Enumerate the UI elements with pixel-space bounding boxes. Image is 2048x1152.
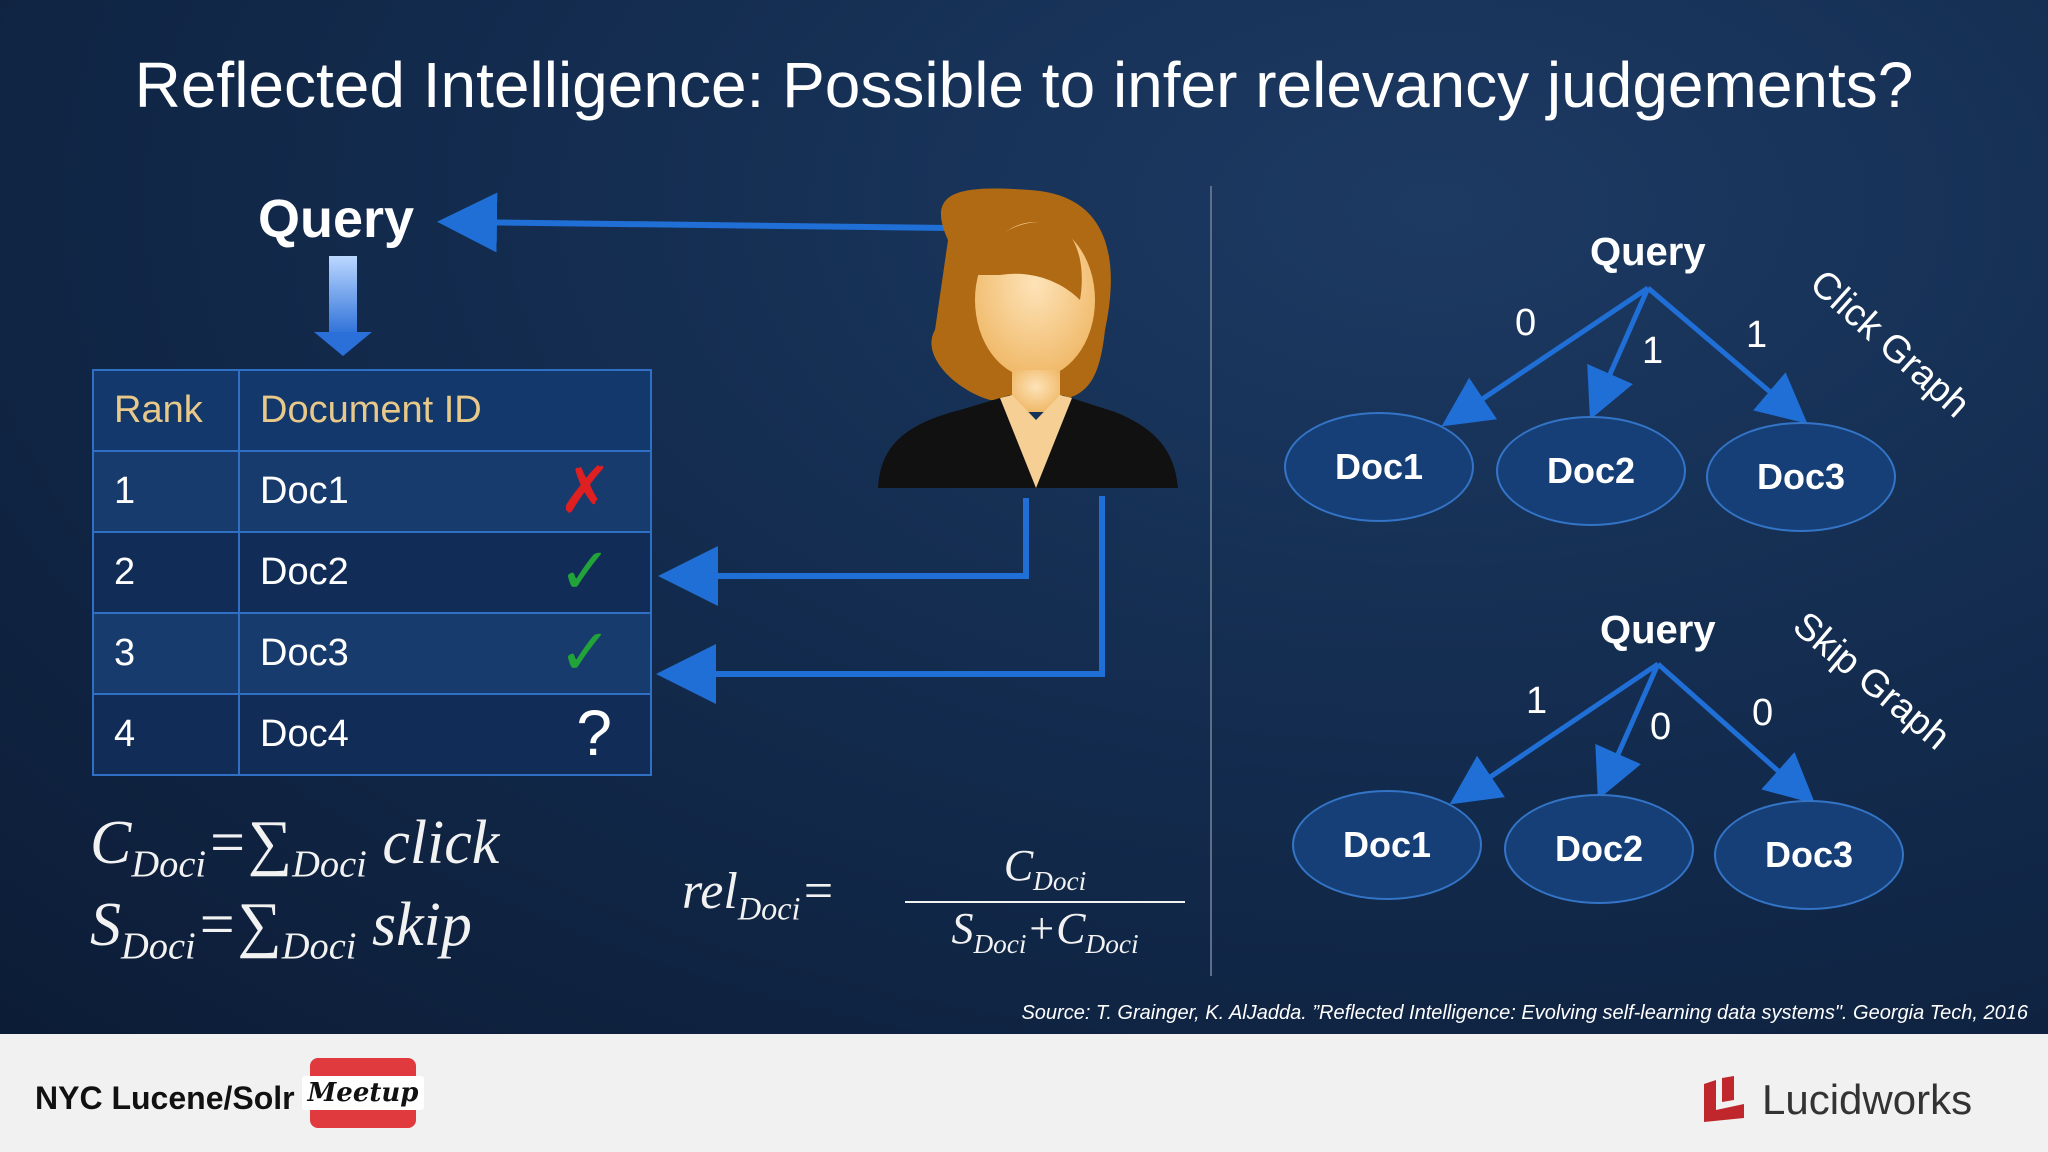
click-edge-doc3 [1646, 286, 1808, 424]
user-avatar-icon [878, 188, 1178, 488]
rank-cell: 4 [92, 693, 240, 776]
header-document-id: Document ID [238, 369, 652, 452]
doc-id: Doc2 [260, 551, 349, 593]
doc-id: Doc3 [260, 632, 349, 674]
click-edge-label: 0 [1515, 302, 1537, 344]
header-rank: Rank [92, 369, 240, 452]
skip-count-formula: SDoci=∑Doci skip [90, 891, 472, 968]
rank-cell: 2 [92, 531, 240, 614]
relevance-formula-lhs: relDoci= [682, 863, 836, 927]
skip-edge-doc1 [1449, 661, 1660, 805]
table-row: 4 Doc4? [92, 693, 652, 776]
rank-cell: 3 [92, 612, 240, 695]
click-node-doc2: Doc2 [1496, 416, 1686, 526]
click-count-formula: CDoci=∑Doci click [90, 809, 500, 886]
skip-node-doc2: Doc2 [1504, 794, 1694, 904]
doc-id: Doc4 [260, 713, 349, 755]
lucidworks-logo-icon [1704, 1076, 1744, 1122]
skip-node-doc3: Doc3 [1714, 800, 1904, 910]
click-node-doc3: Doc3 [1706, 422, 1896, 532]
fraction-numerator: CDoci [905, 840, 1185, 903]
source-citation: Source: T. Grainger, K. AlJadda. ”Reflec… [1021, 1002, 2028, 1024]
doc-cell: Doc3 ✓ [238, 612, 652, 695]
slide-title: Reflected Intelligence: Possible to infe… [134, 49, 1914, 121]
brand-name: Lucidworks [1762, 1076, 1973, 1123]
meetup-logo-text: Meetup [301, 1076, 425, 1110]
query-label: Query [258, 189, 415, 249]
skip-edge-doc2 [1595, 662, 1661, 800]
fraction-denominator: SDoci+CDoci [951, 903, 1139, 959]
relevance-fraction: CDoci SDoci+CDoci [905, 840, 1185, 960]
doc-id: Doc1 [260, 470, 349, 512]
table-row: 1 Doc1 ✗ [92, 450, 652, 533]
doc-cell: Doc4? [238, 693, 652, 776]
skip-edge-doc3 [1656, 662, 1816, 804]
unknown-question-icon: ? [576, 697, 612, 769]
skip-graph-edges [1449, 661, 1816, 805]
skip-node-doc1: Doc1 [1292, 790, 1482, 900]
skip-graph-root: Query [1600, 608, 1716, 652]
ranking-table: Rank Document ID 1 Doc1 ✗ 2 Doc2 ✓ 3 Doc3 ✓… [92, 369, 652, 776]
relevant-checkmark-icon: ✓ [558, 535, 612, 607]
doc-cell: Doc1 ✗ [238, 450, 652, 533]
table-row: 2 Doc2 ✓ [92, 531, 652, 614]
doc-cell: Doc2 ✓ [238, 531, 652, 614]
click-graph-root: Query [1590, 230, 1706, 274]
event-name: NYC Lucene/Solr [35, 1080, 295, 1116]
click-edge-label: 1 [1746, 314, 1768, 356]
click-edge-doc2 [1587, 286, 1651, 420]
relevant-checkmark-icon: ✓ [558, 616, 612, 688]
query-down-arrow-icon [314, 256, 372, 356]
click-edge-label: 1 [1642, 330, 1664, 372]
table-header-row: Rank Document ID [92, 369, 652, 452]
table-row: 3 Doc3 ✓ [92, 612, 652, 695]
skip-edge-label: 0 [1752, 692, 1774, 734]
click-node-doc1: Doc1 [1284, 412, 1474, 522]
user-to-doc2-arrow [658, 498, 1029, 606]
click-edge-doc1 [1441, 285, 1650, 427]
not-relevant-icon: ✗ [558, 454, 612, 526]
user-to-query-arrow [437, 192, 951, 253]
skip-edge-label: 0 [1650, 706, 1672, 748]
diagram-overlay [314, 188, 1816, 805]
rank-cell: 1 [92, 450, 240, 533]
click-graph-edges [1441, 285, 1808, 427]
meetup-logo-icon: Meetup [301, 1058, 425, 1128]
skip-edge-label: 1 [1526, 680, 1548, 722]
user-to-doc3-arrow [656, 496, 1105, 704]
vertical-divider [1210, 186, 1212, 976]
